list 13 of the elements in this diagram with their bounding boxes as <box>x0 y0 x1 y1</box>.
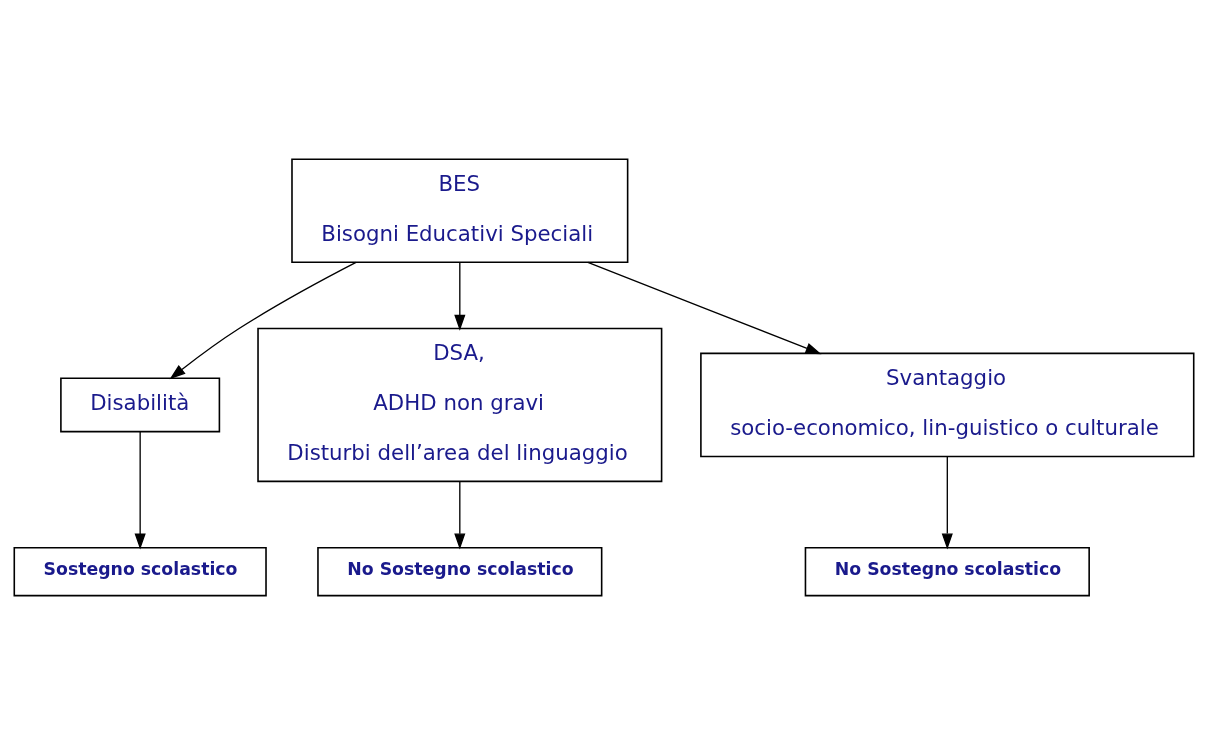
arrow <box>454 480 466 550</box>
node-box: DSA, ADHD non gravi Disturbi dell’area del linguaggio <box>257 327 663 483</box>
node-box: BES Bisogni Educativi Speciali <box>291 158 629 264</box>
node-box: No Sostegno scolastico <box>317 546 603 597</box>
node-box: Sostegno scolastico <box>13 546 267 597</box>
node-box: No Sostegno scolastico <box>804 546 1090 597</box>
arrow <box>587 261 822 355</box>
arrow <box>169 261 357 380</box>
node-box: Disabilità <box>60 377 221 433</box>
arrow <box>941 455 953 550</box>
arrow <box>134 431 146 550</box>
arrow <box>454 261 466 331</box>
node-box: Svantaggio socio-economico, lin-guistico o culturale <box>700 352 1195 458</box>
